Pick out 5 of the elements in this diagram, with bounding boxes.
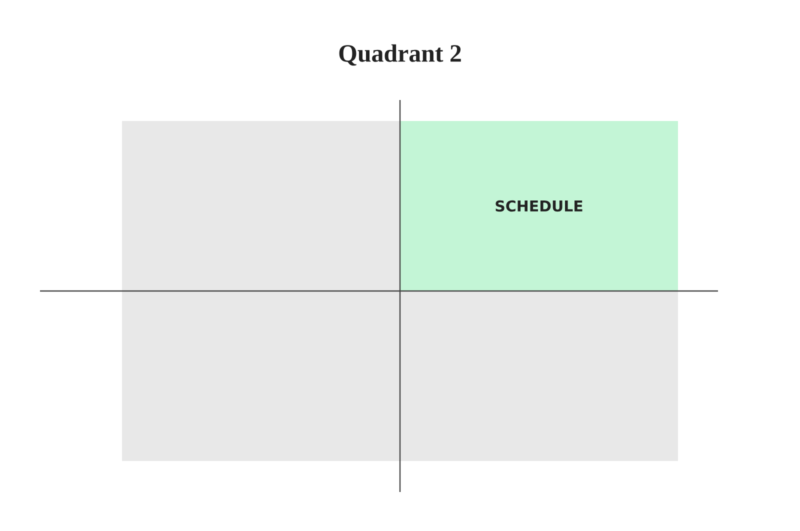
quadrant-box	[400, 291, 678, 461]
quadrant-box	[122, 121, 400, 291]
quadrant-box	[122, 291, 400, 461]
title: Quadrant 2	[339, 44, 461, 66]
quadrant-box: SCHEDULE	[400, 121, 678, 291]
